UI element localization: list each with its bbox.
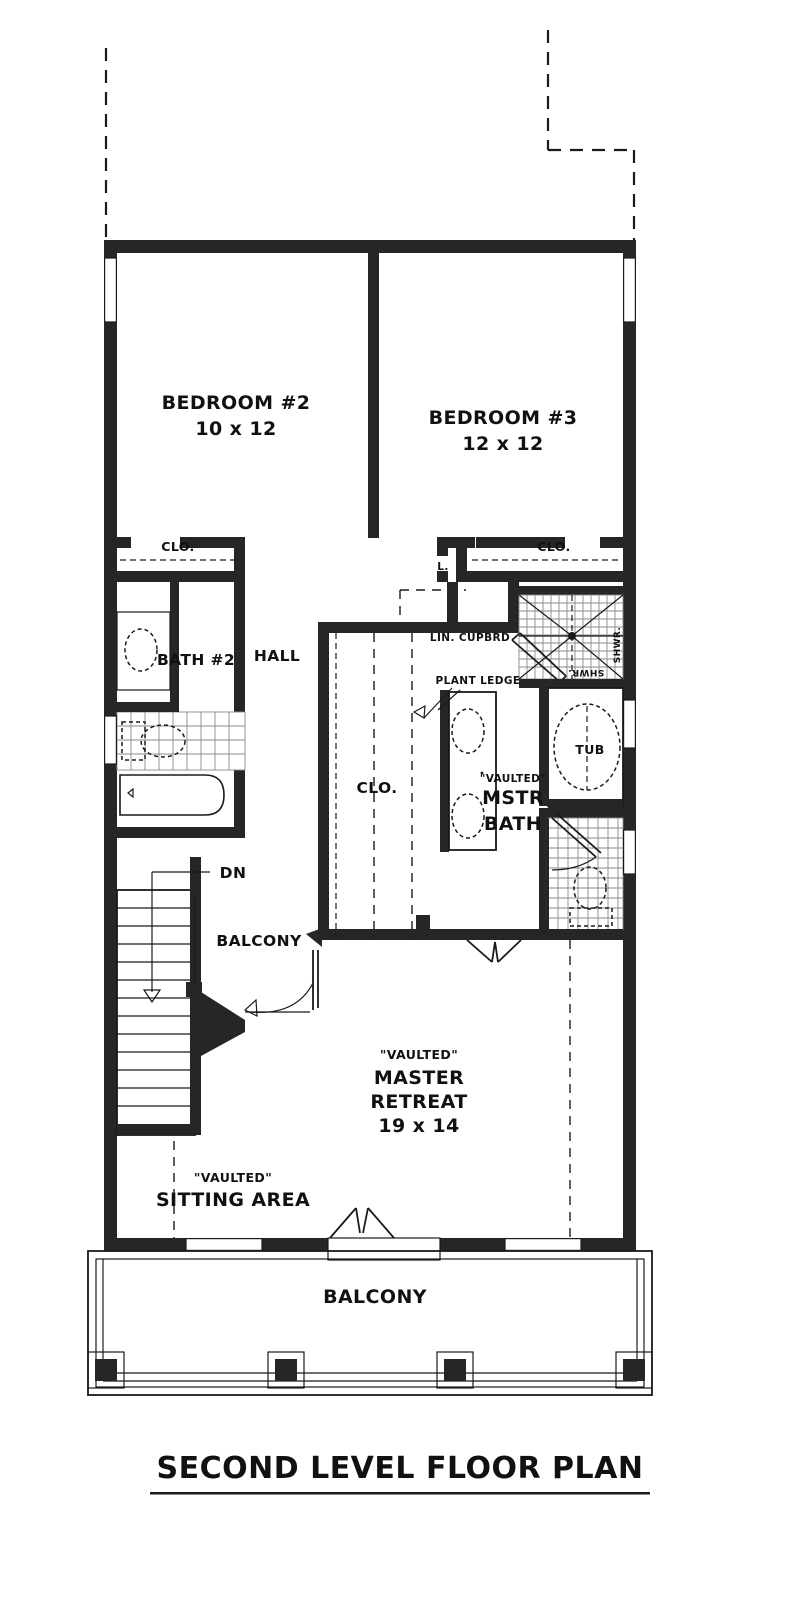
tub-label: TUB [575, 742, 604, 757]
upper-balcony-group: BALCONY [216, 928, 322, 1018]
door-retreat-to-bath [466, 939, 522, 963]
stairs-dn-label: DN [220, 864, 247, 882]
master-retreat-size: 19 x 14 [378, 1115, 459, 1137]
sink-master-left-icon [451, 708, 485, 754]
bedroom3-closet-label: CLO. [537, 539, 570, 554]
wc-tile-floor [547, 817, 624, 931]
linen-small-label: L. [437, 561, 448, 573]
angled-stair-wall [186, 982, 245, 1062]
plan-title: SECOND LEVEL FLOOR PLAN [157, 1451, 644, 1486]
hall-label: HALL [254, 647, 300, 665]
lower-balcony-group: BALCONY [87, 1250, 653, 1396]
shower-upper-group: SHWR. SHWR. [511, 586, 624, 688]
bedroom3-label-group: BEDROOM #3 12 x 12 [429, 407, 578, 455]
toilet-wc-icon [573, 866, 607, 910]
master-vanity-group [440, 690, 497, 852]
closet-walls-row: CLO. L. CLO. [117, 537, 623, 582]
toilet-bath2-icon [121, 721, 186, 761]
upper-balcony-label: BALCONY [216, 932, 302, 950]
bedroom3-name: BEDROOM #3 [429, 407, 578, 429]
bath2-group: BATH #2 [103, 582, 246, 838]
master-closet-label: CLO. [356, 779, 397, 797]
lower-balcony-label: BALCONY [323, 1286, 427, 1308]
bath2-label: BATH #2 [157, 651, 235, 669]
linen-cupboard-label: LIN. CUPBRD [430, 632, 510, 644]
bedroom2-name: BEDROOM #2 [162, 392, 311, 414]
sitting-area-label-group: "VAULTED" SITTING AREA [156, 1170, 310, 1211]
bathtub-bath2-icon [119, 774, 225, 816]
bedroom2-size: 10 x 12 [195, 418, 276, 440]
master-retreat-vaulted: "VAULTED" [380, 1047, 458, 1062]
water-closet-group [520, 808, 636, 940]
master-bath-line2: BATH [484, 813, 542, 835]
title-underline [150, 1492, 650, 1495]
shower-drain-icon [568, 632, 576, 640]
roof-outline-dashed [104, 30, 636, 244]
master-closet-walls: CLO. [318, 622, 520, 940]
plant-ledge-annotation: PLANT LEDGE [412, 675, 521, 720]
sitting-area-vaulted: "VAULTED" [194, 1170, 272, 1185]
bedroom2-closet-label: CLO. [161, 539, 194, 554]
plant-ledge-label: PLANT LEDGE [436, 675, 521, 687]
master-bath-line1: MSTR [482, 787, 544, 809]
sink-master-right-icon [451, 793, 485, 839]
master-retreat-label-group: "VAULTED" MASTER RETREAT 19 x 14 [370, 1047, 467, 1137]
tub-group: TUB [539, 687, 636, 808]
window-left-bedroom2 [103, 257, 117, 323]
master-retreat-line2: RETREAT [370, 1091, 467, 1113]
wall-between-bedrooms [368, 253, 379, 538]
sitting-area-label: SITTING AREA [156, 1189, 310, 1211]
balcony-columns [87, 1351, 653, 1389]
master-bath-upper-walls: LIN. CUPBRD [430, 582, 519, 644]
master-bath-label-group: "VAULTED" MSTR BATH [480, 773, 546, 835]
master-retreat-line1: MASTER [374, 1067, 464, 1089]
bath2-tile-floor [116, 711, 246, 771]
window-right-bedroom3 [622, 257, 636, 323]
shower-label: SHWR. [568, 667, 604, 677]
bottom-wall-openings [185, 1207, 582, 1261]
bedroom2-label-group: BEDROOM #2 10 x 12 [162, 392, 311, 440]
master-bath-vaulted: "VAULTED" [480, 773, 546, 785]
bedroom3-size: 12 x 12 [462, 433, 543, 455]
shower-right-label: SHWR. [613, 627, 623, 663]
sink-bath2-icon [124, 628, 158, 672]
